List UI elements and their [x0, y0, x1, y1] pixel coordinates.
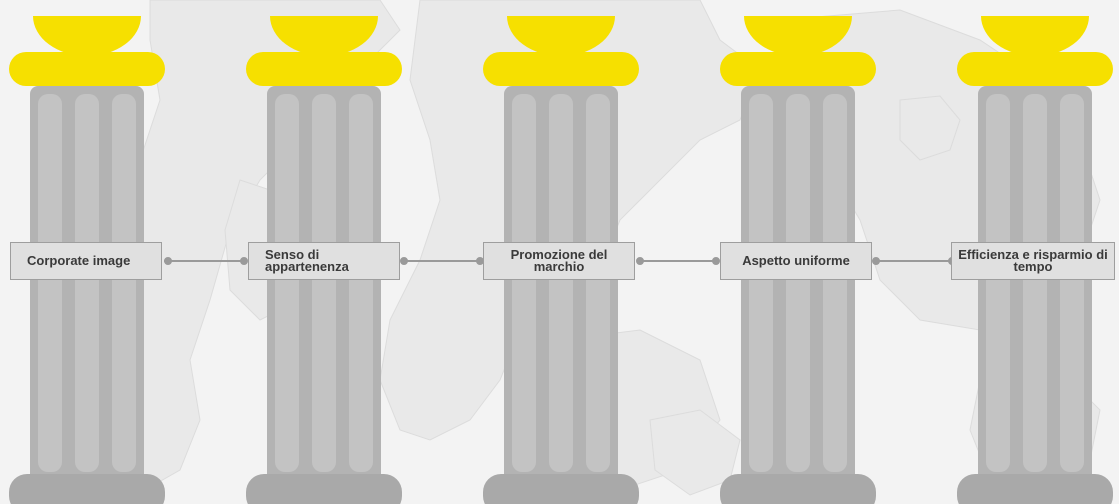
shaft-flute	[512, 94, 536, 472]
shaft-flute	[823, 94, 847, 472]
capital-bowl	[981, 16, 1089, 56]
pillar-label-2: Senso di appartenenza	[248, 242, 400, 280]
shaft-flute	[586, 94, 610, 472]
capital-bowl	[33, 16, 141, 56]
capital-band	[246, 52, 402, 86]
pillar-shaft	[267, 86, 381, 478]
pillar-base	[720, 474, 876, 504]
shaft-flute	[986, 94, 1010, 472]
capital-band	[483, 52, 639, 86]
capital-bowl	[270, 16, 378, 56]
pillar-label-3: Promozione del marchio	[483, 242, 635, 280]
shaft-flute	[112, 94, 136, 472]
shaft-flute	[1060, 94, 1084, 472]
shaft-flute	[38, 94, 62, 472]
pillar-shaft	[741, 86, 855, 478]
pillar-base	[957, 474, 1113, 504]
shaft-flute	[349, 94, 373, 472]
pillar-shaft	[978, 86, 1092, 478]
capital-bowl	[507, 16, 615, 56]
pillar-2	[246, 0, 402, 504]
shaft-flute	[549, 94, 573, 472]
pillar-label-1: Corporate image	[10, 242, 162, 280]
pillar-5	[957, 0, 1113, 504]
pillar-base	[246, 474, 402, 504]
capital-band	[9, 52, 165, 86]
pillar-4	[720, 0, 876, 504]
pillar-base	[9, 474, 165, 504]
shaft-flute	[1023, 94, 1047, 472]
pillar-3	[483, 0, 639, 504]
pillar-shaft	[504, 86, 618, 478]
capital-bowl	[744, 16, 852, 56]
pillar-base	[483, 474, 639, 504]
capital-band	[720, 52, 876, 86]
shaft-flute	[312, 94, 336, 472]
pillar-shaft	[30, 86, 144, 478]
shaft-flute	[275, 94, 299, 472]
shaft-flute	[75, 94, 99, 472]
pillar-1	[9, 0, 165, 504]
pillar-label-4: Aspetto uniforme	[720, 242, 872, 280]
pillar-label-5: Efficienza e risparmio di tempo	[951, 242, 1115, 280]
capital-band	[957, 52, 1113, 86]
shaft-flute	[786, 94, 810, 472]
shaft-flute	[749, 94, 773, 472]
